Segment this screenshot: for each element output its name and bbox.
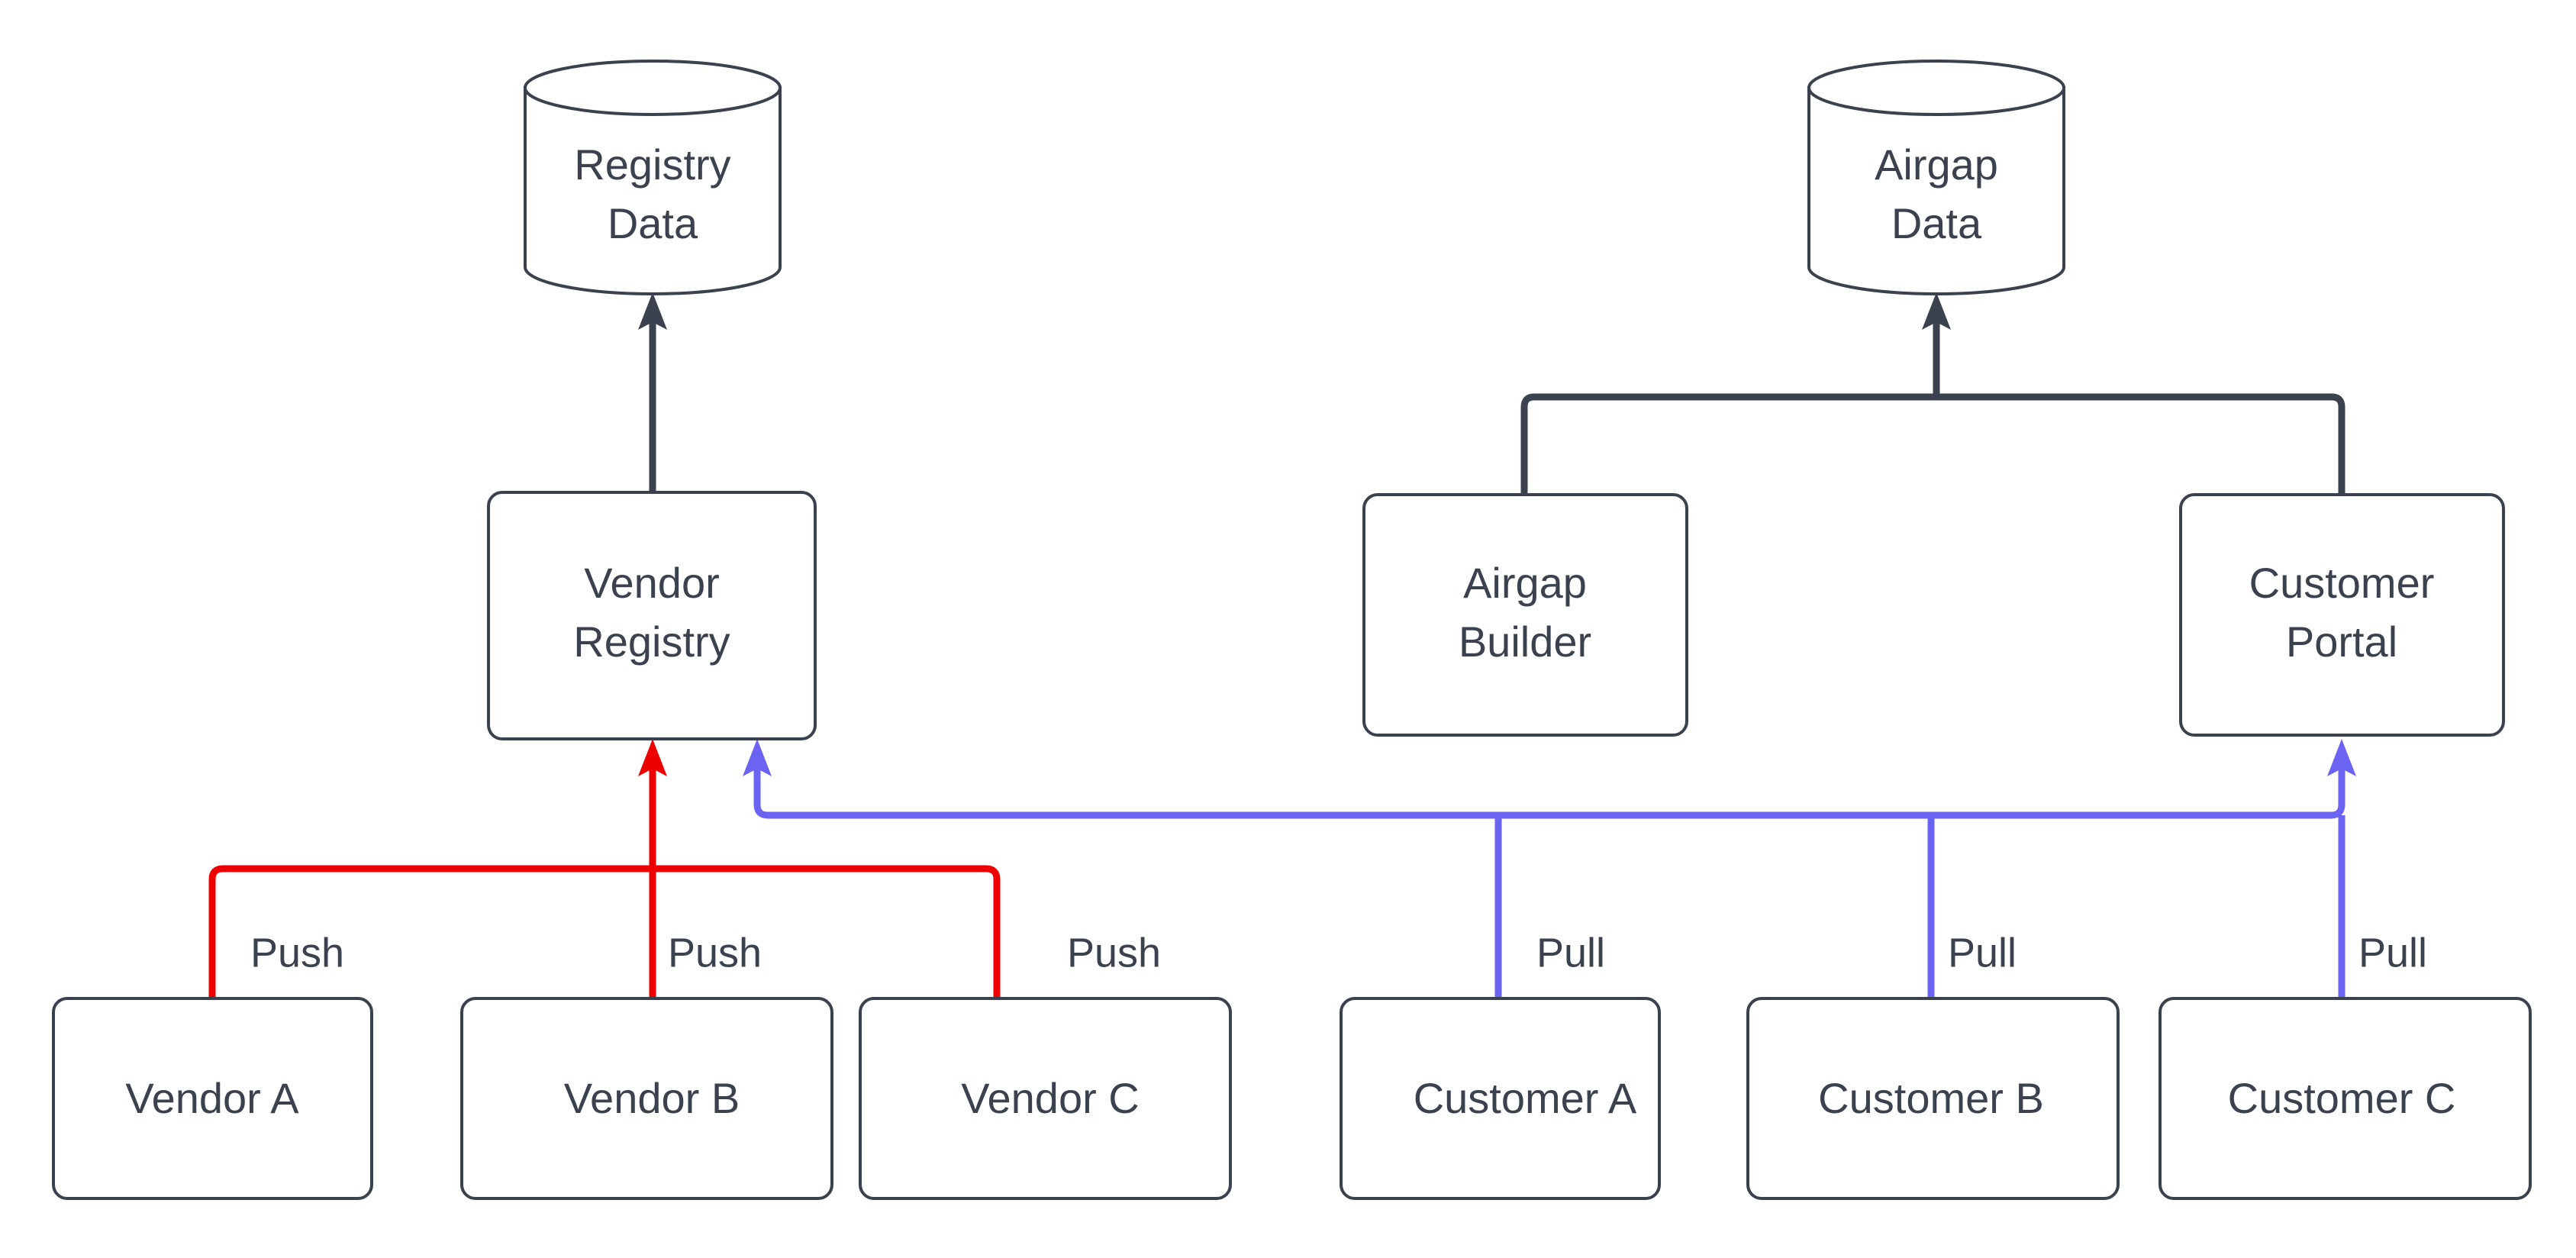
node-label: Vendor A xyxy=(125,1074,299,1122)
node-vendor-b[interactable]: Vendor B xyxy=(460,997,833,1200)
node-label-line1: Airgap xyxy=(1875,140,1998,189)
node-box xyxy=(859,997,1232,1200)
edge-label-push-vendor-c: Push xyxy=(1067,930,1161,976)
edge-label-pull-customer-a: Pull xyxy=(1536,930,1605,976)
node-box xyxy=(1746,997,2120,1200)
edge-pull-bus xyxy=(743,739,2356,998)
edge-label-push-vendor-b: Push xyxy=(668,930,762,976)
cylinder-top-icon xyxy=(1807,60,2065,116)
node-customer-c[interactable]: Customer C xyxy=(2158,997,2532,1200)
node-label: Customer A xyxy=(1414,1074,1637,1122)
cylinder-body xyxy=(1807,86,2065,295)
node-label-line2: Builder xyxy=(1459,618,1591,666)
node-label: Customer B xyxy=(1818,1074,2044,1122)
node-box xyxy=(1340,997,1661,1200)
node-label-line1: Customer xyxy=(2249,559,2435,607)
node-box xyxy=(460,997,833,1200)
node-customer-b[interactable]: Customer B xyxy=(1746,997,2120,1200)
node-customer-a[interactable]: Customer A xyxy=(1340,997,1661,1200)
node-customer-portal[interactable]: Customer Portal xyxy=(2179,493,2505,737)
arrow-head-up-icon xyxy=(638,739,667,776)
node-box xyxy=(1362,493,1688,737)
edge-line xyxy=(1520,393,1936,495)
edge-label-push-vendor-a: Push xyxy=(250,930,344,976)
cylinder-top-icon xyxy=(524,60,782,116)
node-label: Customer C xyxy=(2228,1074,2456,1122)
edge-line xyxy=(208,865,1001,998)
edge-label-pull-customer-c: Pull xyxy=(2358,930,2427,976)
node-label-line1: Vendor xyxy=(584,559,720,607)
edge-customer-portal-to-airgap-data xyxy=(1936,393,2345,495)
node-box xyxy=(52,997,373,1200)
edge-airgap-trunk-to-airgap-data xyxy=(1922,292,1951,397)
node-registry-data[interactable]: Registry Data xyxy=(524,60,782,295)
node-airgap-builder[interactable]: Airgap Builder xyxy=(1362,493,1688,737)
edge-push-bus xyxy=(208,739,1001,998)
node-label-line2: Data xyxy=(1891,199,1982,247)
node-box xyxy=(2179,493,2505,737)
arrow-head-up-icon xyxy=(638,292,667,330)
node-label-line2: Portal xyxy=(2286,618,2397,666)
edge-label-pull-customer-b: Pull xyxy=(1948,930,2017,976)
arrow-head-up-icon xyxy=(743,739,772,776)
node-vendor-a[interactable]: Vendor A xyxy=(52,997,373,1200)
edge-vendor-registry-to-registry-data xyxy=(638,292,667,492)
node-box xyxy=(487,491,817,740)
node-airgap-data[interactable]: Airgap Data xyxy=(1807,60,2065,295)
edge-airgap-builder-to-airgap-data xyxy=(1520,393,1936,495)
cylinder-body xyxy=(524,86,782,295)
node-box xyxy=(2158,997,2532,1200)
node-label: Vendor B xyxy=(564,1074,740,1122)
edge-line xyxy=(753,763,2345,819)
node-vendor-c[interactable]: Vendor C xyxy=(859,997,1232,1200)
node-vendor-registry[interactable]: Vendor Registry xyxy=(487,491,817,740)
node-label-line2: Data xyxy=(608,199,698,247)
node-label-line1: Registry xyxy=(574,140,730,189)
edge-line xyxy=(1936,393,2345,495)
node-label: Vendor C xyxy=(961,1074,1140,1122)
node-label-line2: Registry xyxy=(573,618,730,666)
arrow-head-up-icon xyxy=(2327,739,2356,776)
arrow-head-up-icon xyxy=(1922,292,1951,330)
node-label-line1: Airgap xyxy=(1463,559,1587,607)
